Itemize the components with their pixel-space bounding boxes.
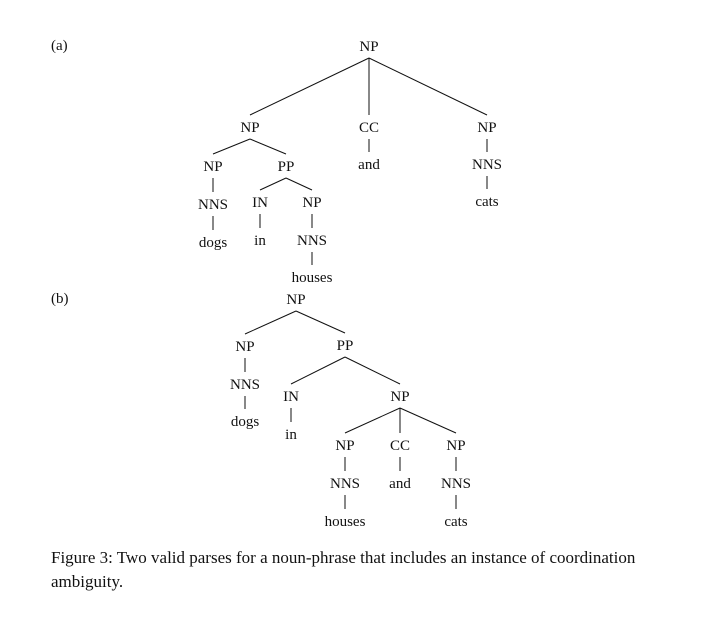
- tree-node: NNS: [198, 197, 228, 213]
- tree-node: CC: [390, 438, 410, 454]
- tree-node: NP: [446, 438, 465, 454]
- tree-edge: [249, 57, 370, 116]
- tree-node: NP: [390, 389, 409, 405]
- tree-edge: [212, 138, 251, 155]
- tree-edge: [249, 138, 287, 155]
- tree-node: and: [389, 476, 411, 492]
- tree-edge: [295, 310, 346, 334]
- tree-node: NP: [286, 292, 305, 308]
- tree-edge: [285, 177, 313, 191]
- tree-node: in: [254, 233, 266, 249]
- tree-node: NP: [335, 438, 354, 454]
- tree-node: cats: [475, 194, 498, 210]
- tree-node: and: [358, 157, 380, 173]
- figure-caption: Figure 3: Two valid parses for a noun-ph…: [51, 548, 636, 591]
- tree-node: NP: [203, 159, 222, 175]
- tree-node: PP: [337, 338, 354, 354]
- tree-edges: [212, 57, 488, 509]
- tree-node: houses: [292, 270, 333, 286]
- tree-node: dogs: [199, 235, 228, 251]
- tree-node: cats: [444, 514, 467, 530]
- tree-node: NNS: [441, 476, 471, 492]
- tree-node: dogs: [231, 414, 260, 430]
- tree-edge: [290, 356, 346, 385]
- panel-label: (b): [51, 291, 69, 307]
- tree-edge: [344, 356, 401, 385]
- tree-node: NP: [359, 39, 378, 55]
- tree-node: in: [285, 427, 297, 443]
- tree-node: NP: [240, 120, 259, 136]
- tree-node: NP: [302, 195, 321, 211]
- tree-node: houses: [325, 514, 366, 530]
- tree-node: CC: [359, 120, 379, 136]
- tree-node: NP: [235, 339, 254, 355]
- tree-node: PP: [278, 159, 295, 175]
- tree-node: IN: [252, 195, 268, 211]
- panel-label: (a): [51, 38, 68, 54]
- tree-edge: [368, 57, 488, 116]
- tree-edge: [344, 407, 401, 434]
- tree-node: NNS: [297, 233, 327, 249]
- tree-node: IN: [283, 389, 299, 405]
- tree-node: NNS: [472, 157, 502, 173]
- tree-edge: [259, 177, 287, 191]
- tree-node: NNS: [330, 476, 360, 492]
- tree-node: NNS: [230, 377, 260, 393]
- tree-edge: [399, 407, 457, 434]
- tree-edge: [244, 310, 297, 335]
- tree-node: NP: [477, 120, 496, 136]
